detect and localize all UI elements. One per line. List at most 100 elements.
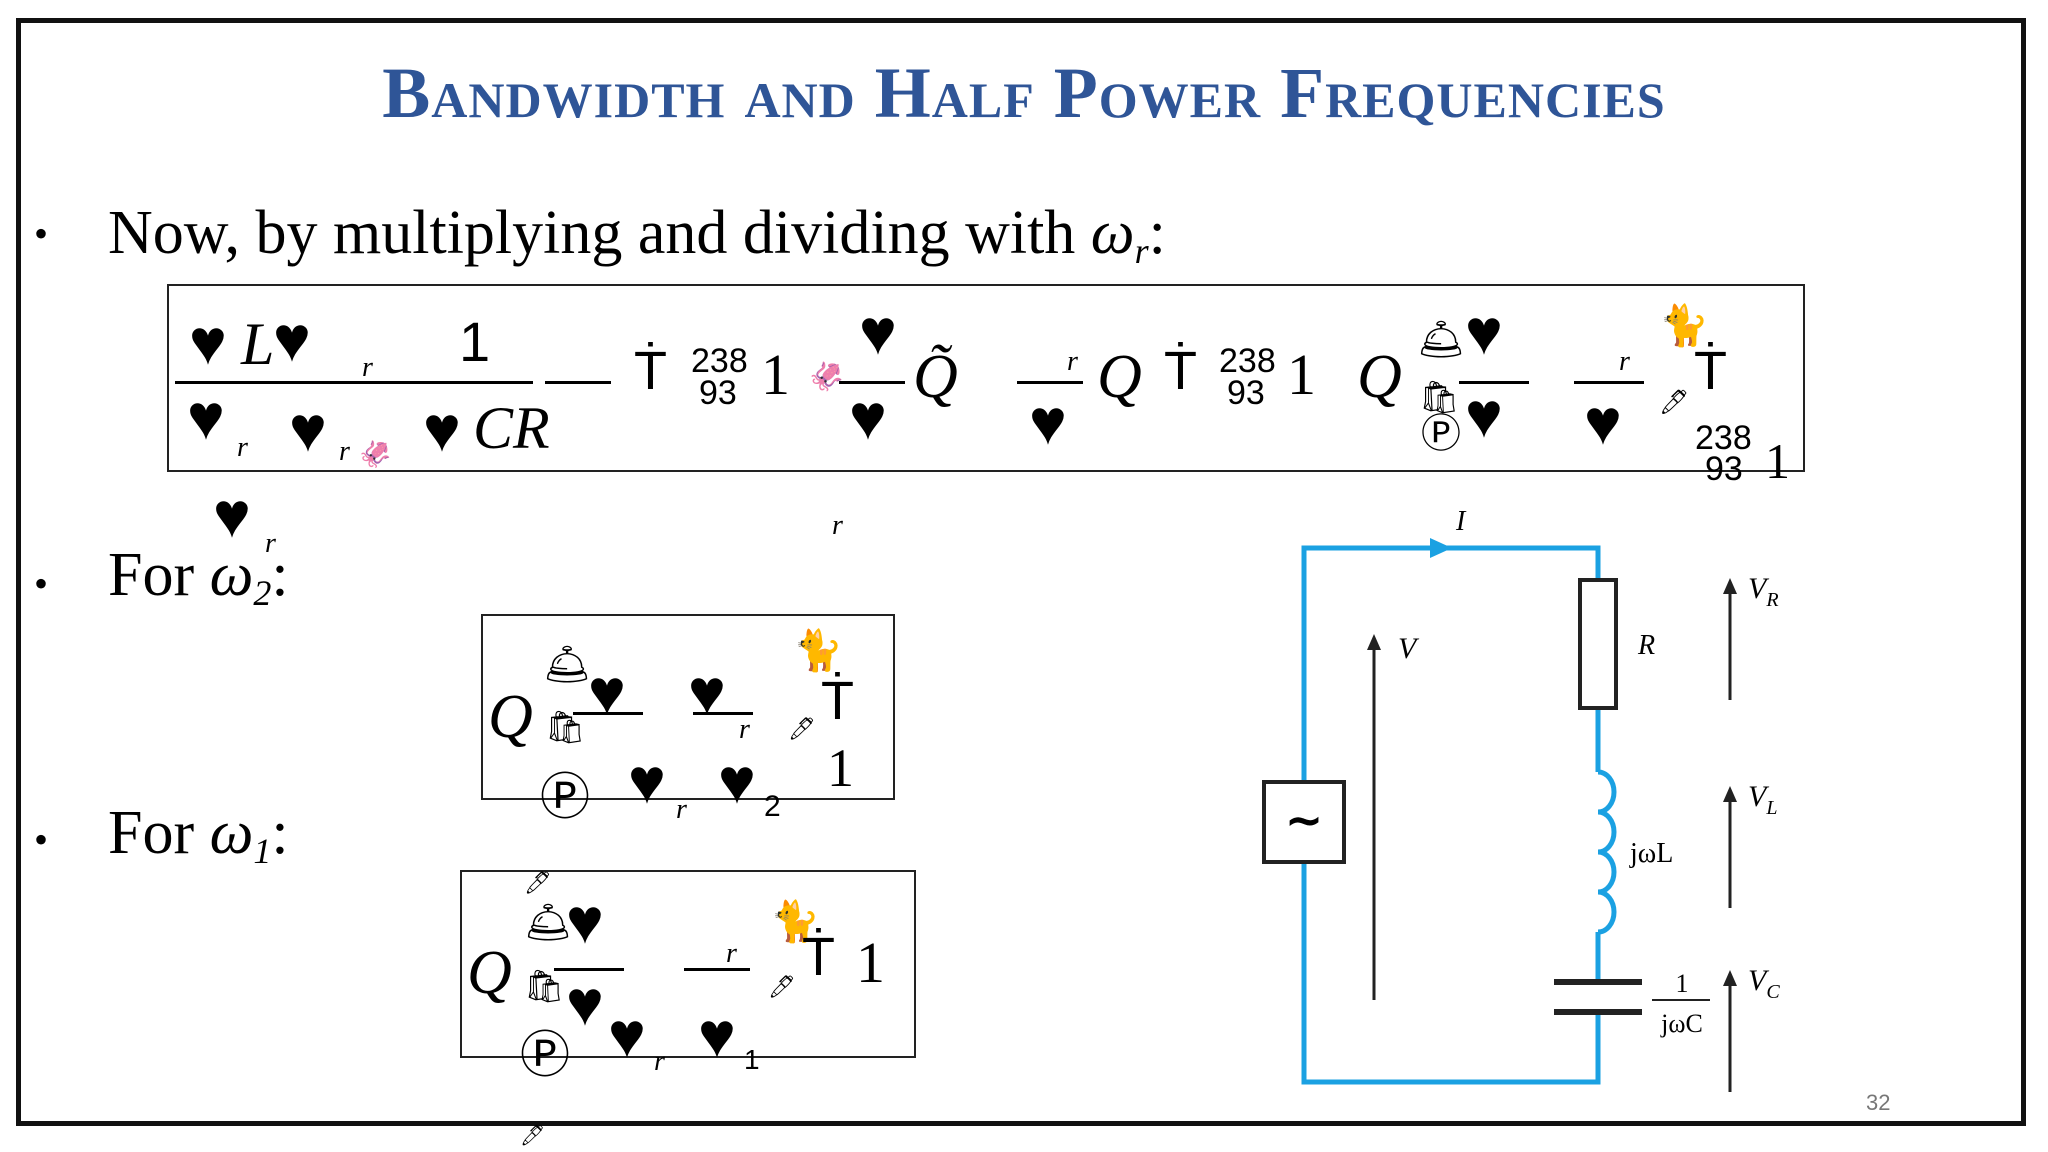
bullet-text-2: For ω2:	[108, 540, 289, 614]
eq-tbar: Ṫ	[1164, 341, 1197, 401]
eq-one: 1	[856, 930, 885, 995]
eq-Q: Q	[488, 683, 533, 751]
pen-icon: 🖊	[524, 870, 552, 895]
ac-source	[1262, 780, 1346, 864]
eq-tbar: Ṫ	[634, 341, 667, 401]
eq-r: r	[676, 794, 687, 825]
eq-93: 93	[1227, 374, 1265, 412]
eq-one: 1	[1287, 342, 1316, 407]
arrowhead-icon	[1367, 634, 1381, 650]
page-number: 32	[1866, 1090, 1891, 1115]
current-arrow-icon	[1430, 538, 1452, 558]
fraction-bar	[545, 381, 611, 384]
eq-one: 1	[459, 310, 491, 373]
bullet-text-1: Now, by multiplying and dividing with ωr…	[108, 198, 1166, 272]
fraction-bar	[1017, 381, 1083, 384]
pen-icon: 🖊	[788, 716, 816, 741]
eq-238: 238	[691, 342, 748, 380]
bullet-1-text: Now, by multiplying and dividing with	[108, 199, 1091, 267]
equation-w1-box: 🖊 Q 🛎 🛍 ♥ ♥ r 🐈 Ṫ 🖊 1	[460, 870, 916, 1058]
omega-subscript: 1	[253, 831, 272, 871]
heart-icon: ♥	[849, 382, 887, 453]
pen-icon: 🖊	[1659, 390, 1690, 416]
eq-two: 2	[764, 790, 781, 823]
pen-icon: 🖊	[520, 1125, 546, 1147]
resistor	[1578, 578, 1618, 710]
eq-r: r	[1067, 346, 1078, 377]
bullet-2-text: For	[108, 541, 210, 609]
main-equation-box: ♥ L ♥ r ♥ r ♥ r 🦑 1 ♥ CR Ṫ 238 93 1 🦑 ♥ …	[167, 284, 1805, 486]
capacitor-label-denominator: jωC	[1660, 1009, 1703, 1038]
eq-r: r	[339, 436, 350, 467]
heart-icon: ♥	[1465, 297, 1503, 368]
heart-icon: ♥	[1584, 387, 1622, 458]
bag-icon: 🛍	[524, 968, 565, 1004]
heart-icon: ♥	[189, 307, 227, 378]
eq-r: r	[237, 432, 248, 463]
slide-frame	[16, 18, 2026, 1126]
eq-tbar: Ṫ	[1694, 341, 1727, 401]
eq-L: L	[241, 311, 275, 377]
heart-icon: ♥	[289, 394, 327, 465]
heart-icon: ♥	[628, 746, 666, 817]
eq-r: r	[726, 938, 737, 969]
bullet-dot: •	[34, 211, 49, 256]
fraction-bar	[693, 712, 753, 715]
fraction-bar	[403, 381, 533, 384]
parking-icon: Ⓟ	[540, 769, 590, 825]
omega-symbol: ω	[209, 799, 254, 867]
eq-CR: CR	[473, 395, 550, 461]
cat-icon: 🐈	[1659, 303, 1709, 348]
fraction-bar	[1574, 381, 1644, 384]
heart-icon: ♥	[859, 297, 897, 368]
current-label: I	[1455, 506, 1467, 537]
fraction-bar	[554, 968, 624, 971]
bullet-text-3: For ω1:	[108, 798, 289, 872]
eq-Q: Q	[1097, 343, 1142, 411]
bell-icon: 🛎	[524, 902, 573, 944]
omega-subscript: r	[1134, 231, 1149, 271]
fraction-bar	[573, 712, 643, 715]
fraction-bar	[1459, 381, 1529, 384]
pen-icon: 🖊	[768, 974, 796, 999]
heart-icon: ♥	[718, 746, 756, 817]
fraction-bar	[839, 381, 905, 384]
eq-tbar: Ṫ	[821, 671, 854, 731]
eq-r: r	[1619, 346, 1630, 377]
arrowhead-icon	[1723, 786, 1737, 802]
heart-icon: ♥	[698, 1000, 736, 1071]
eq-r: r	[265, 528, 276, 559]
eq-r: r	[739, 714, 750, 745]
heart-icon: ♥	[588, 657, 626, 728]
fraction-bar	[175, 381, 435, 384]
eq-Qtilde: Q̃	[913, 343, 958, 411]
omega-subscript: 2	[253, 573, 272, 613]
omega-symbol: ω	[1090, 199, 1135, 267]
vc-label: VC	[1748, 964, 1780, 1003]
vl-label: VL	[1748, 780, 1777, 819]
heart-icon: ♥	[566, 968, 604, 1039]
eq-Q: Q	[467, 939, 512, 1007]
inductor-label: jωL	[1629, 838, 1673, 869]
eq-238: 238	[1219, 342, 1276, 380]
resistor-label: R	[1637, 630, 1655, 661]
squid-icon: 🦑	[809, 362, 844, 393]
squid-icon: 🦑	[359, 440, 392, 469]
vr-label: VR	[1748, 572, 1779, 611]
eq-one: 1	[761, 342, 790, 407]
heart-icon: ♥	[688, 657, 726, 728]
eq-one: 1	[744, 1044, 760, 1075]
eq-r: r	[832, 510, 843, 541]
eq-one: 1	[1765, 433, 1790, 489]
bullet-dot: •	[34, 561, 49, 606]
cat-icon: 🐈	[770, 899, 820, 944]
heart-icon: ♥	[213, 480, 251, 551]
fraction-bar	[684, 968, 750, 971]
rlc-circuit-diagram: I ~ V R jωL 1 jωC VR VL VC	[1262, 506, 1780, 1092]
bullet-dot: •	[34, 817, 49, 862]
inductor-coil	[1597, 769, 1617, 935]
cat-icon: 🐈	[793, 628, 843, 673]
source-voltage-label: V	[1398, 632, 1420, 665]
eq-tbar: Ṫ	[802, 927, 835, 987]
colon: :	[1148, 199, 1166, 267]
